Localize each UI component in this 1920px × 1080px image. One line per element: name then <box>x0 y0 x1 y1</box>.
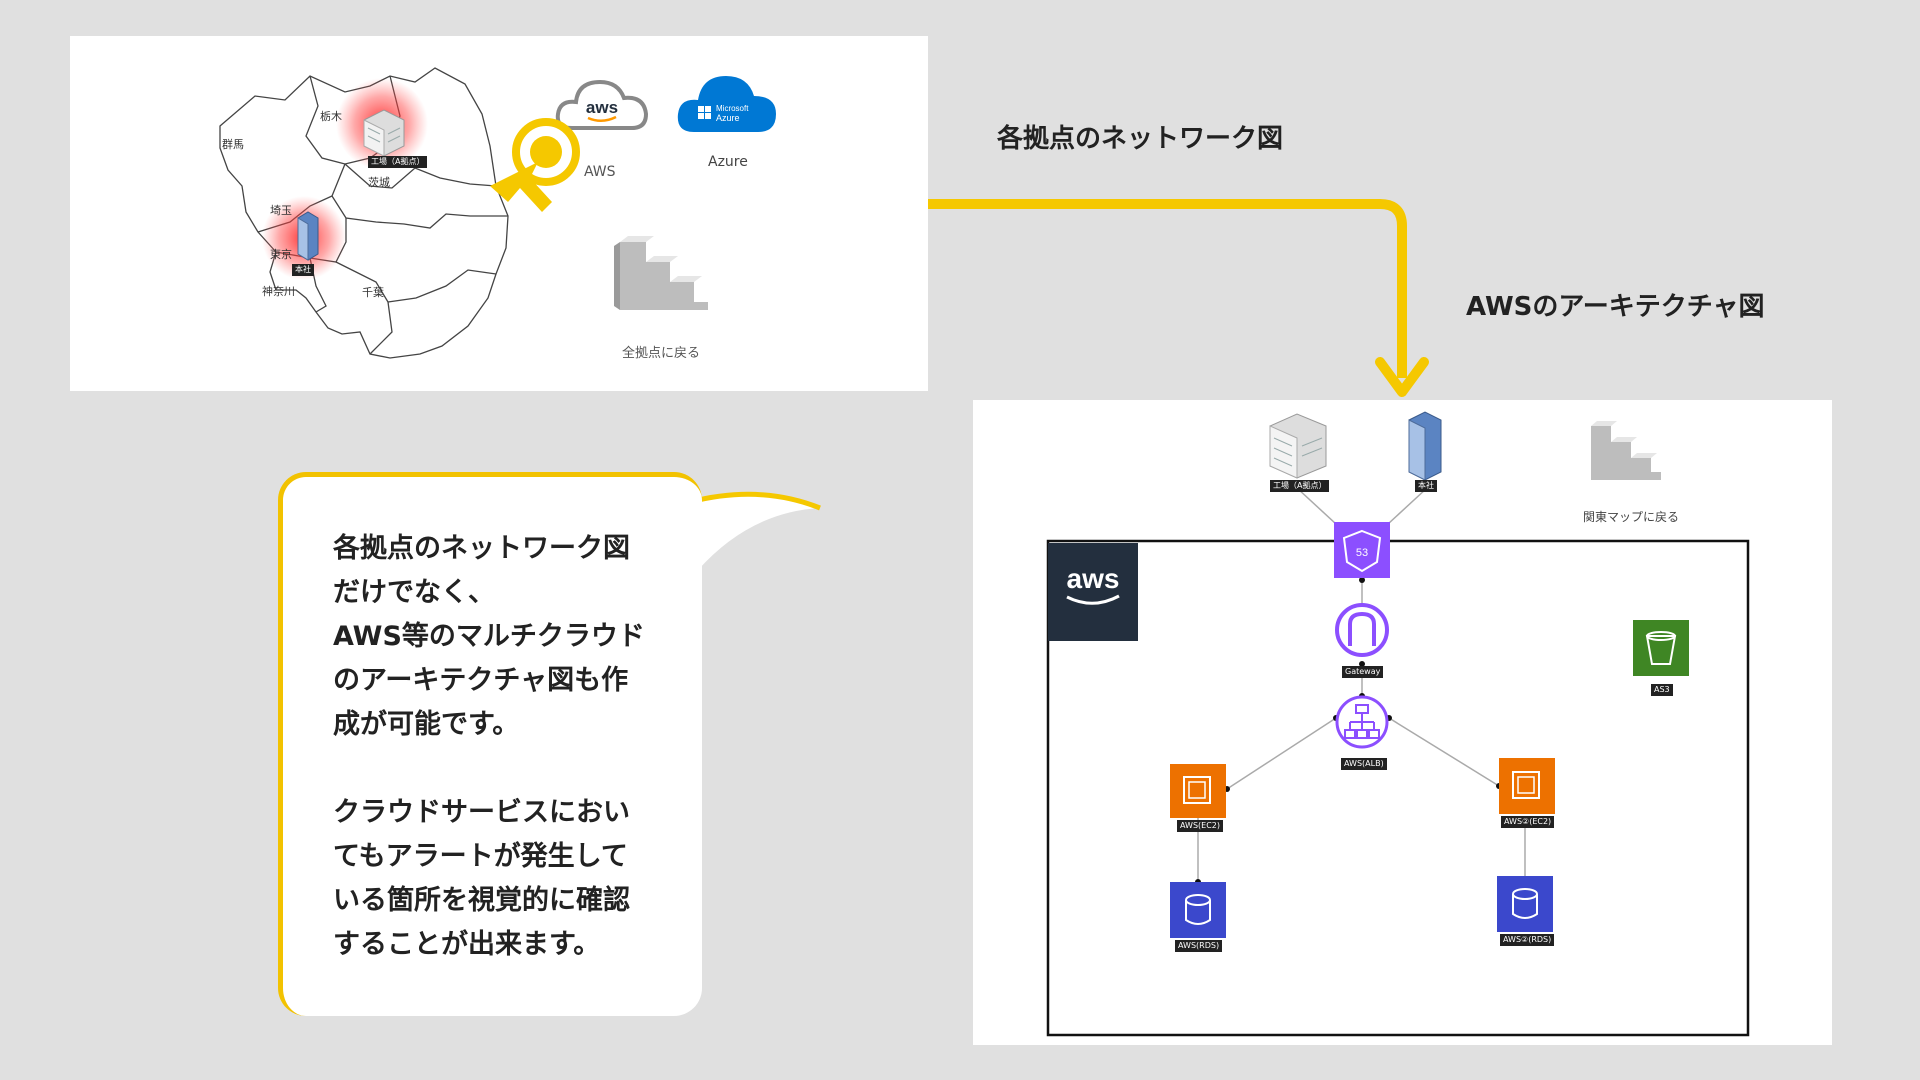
speech-bubble: 各拠点のネットワーク図 だけでなく、 AWS等のマルチクラウド のアーキテクチャ… <box>278 472 702 1016</box>
route53-icon: 53 <box>1334 522 1390 578</box>
svg-text:53: 53 <box>1356 547 1368 559</box>
aws-cloud-label: AWS <box>584 164 616 180</box>
pref-label-kanagawa: 神奈川 <box>262 285 295 298</box>
rds-icon <box>1497 876 1553 932</box>
aws-logo-text: aws <box>586 98 618 117</box>
aws-cloud-boundary <box>1046 539 1750 1037</box>
bubble-text: 各拠点のネットワーク図 だけでなく、 AWS等のマルチクラウド のアーキテクチャ… <box>333 533 645 960</box>
s3-icon <box>1633 620 1689 676</box>
svg-text:Azure: Azure <box>716 113 740 123</box>
rds-left-label: AWS(RDS) <box>1175 940 1223 952</box>
pref-label-ibaraki: 茨城 <box>368 176 390 189</box>
ec2-right-label: AWS②(EC2) <box>1501 816 1555 828</box>
building-icon <box>363 109 405 157</box>
aws-cloud-icon[interactable]: aws <box>552 72 652 136</box>
factory-tag: 工場（A拠点） <box>1270 480 1330 492</box>
pref-label-chiba: 千葉 <box>362 286 384 299</box>
factory-tag: 工場（A拠点） <box>368 156 428 168</box>
kanto-map-panel: 群馬 栃木 茨城 埼玉 東京 神奈川 千葉 工場（A拠点） 本社 aws AWS… <box>70 36 928 391</box>
svg-text:Microsoft: Microsoft <box>716 104 749 113</box>
gateway-icon <box>1335 603 1389 657</box>
hq-tag: 本社 <box>1415 480 1437 492</box>
building-icon <box>297 211 319 261</box>
building-icon <box>1408 411 1442 481</box>
aws-architecture-panel: aws 53 <box>973 400 1832 1045</box>
azure-cloud-label: Azure <box>708 154 748 170</box>
azure-cloud-icon[interactable]: Microsoft Azure <box>674 68 778 138</box>
kanto-map <box>219 67 509 359</box>
pref-label-saitama: 埼玉 <box>270 204 292 217</box>
ec2-icon <box>1499 758 1555 814</box>
pref-label-gunma: 群馬 <box>222 138 244 151</box>
ec2-left-label: AWS(EC2) <box>1177 820 1223 832</box>
bubble-tail <box>689 491 821 570</box>
back-kanto-map-label[interactable]: 関東マップに戻る <box>1583 510 1680 524</box>
ec2-icon <box>1170 764 1226 818</box>
hq-tag: 本社 <box>292 264 314 276</box>
building-icon <box>1269 413 1327 479</box>
stairs-icon[interactable] <box>614 234 714 312</box>
alb-label: AWS(ALB) <box>1341 758 1387 770</box>
aws-arch-caption: AWSのアーキテクチャ図 <box>1466 292 1765 322</box>
gateway-label: Gateway <box>1342 666 1384 678</box>
pointer-arrow-icon <box>490 118 580 212</box>
s3-label: AS3 <box>1651 684 1673 696</box>
pref-label-tokyo: 東京 <box>270 248 292 261</box>
aws-logo-badge: aws <box>1048 543 1138 641</box>
back-all-sites-label[interactable]: 全拠点に戻る <box>622 346 701 361</box>
stairs-icon <box>1591 421 1661 480</box>
rds-right-label: AWS②(RDS) <box>1500 934 1555 946</box>
rds-icon <box>1170 882 1226 938</box>
svg-text:aws: aws <box>1067 563 1120 594</box>
aws-diagram: aws 53 <box>1046 411 1750 1037</box>
network-caption: 各拠点のネットワーク図 <box>997 124 1284 154</box>
pref-label-tochigi: 栃木 <box>320 110 342 123</box>
alb-icon <box>1335 695 1389 749</box>
